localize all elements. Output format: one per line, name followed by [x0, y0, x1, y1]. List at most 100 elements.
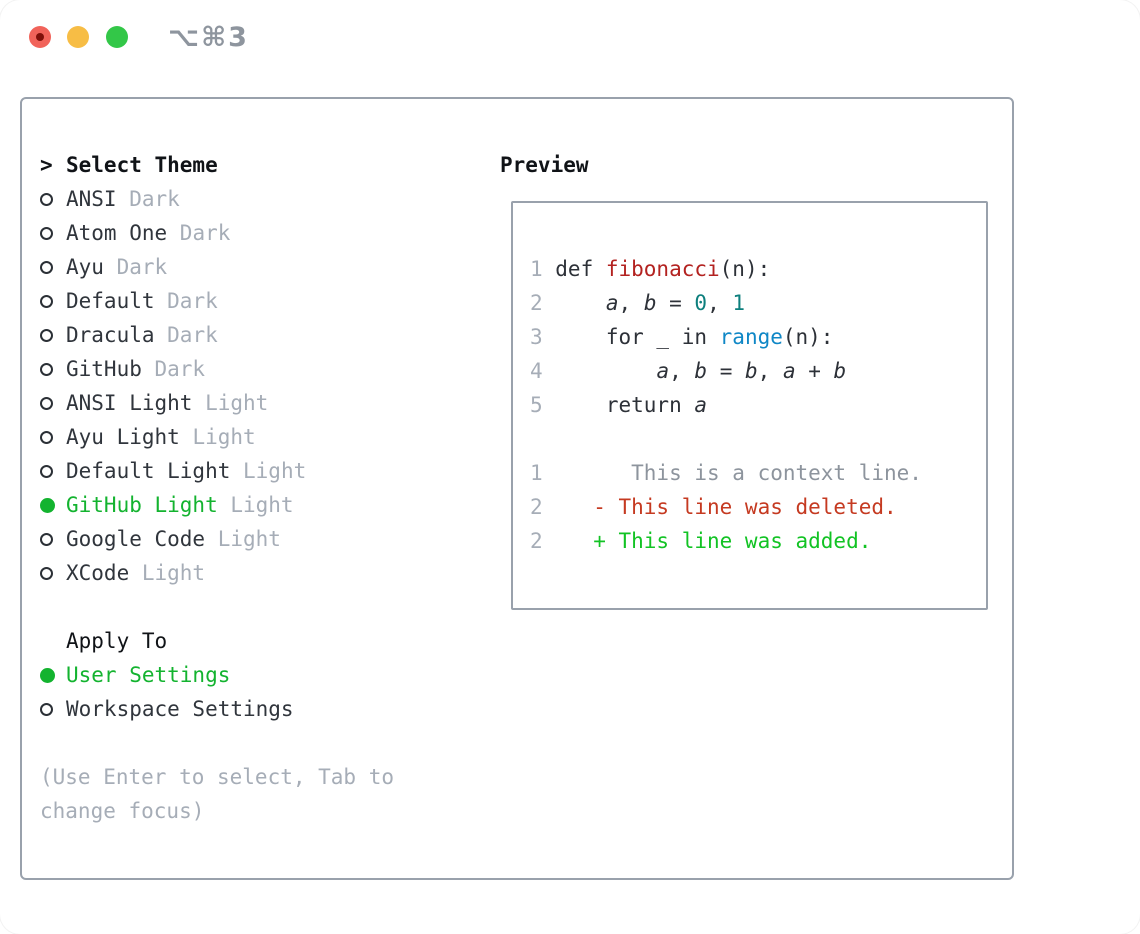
theme-option-label: Ayu Light [66, 425, 180, 449]
theme-option-variant: Dark [116, 255, 168, 279]
line-number: 1 [530, 461, 543, 485]
apply-to-option[interactable]: User Settings [40, 658, 490, 692]
minimize-traffic-light-button[interactable] [67, 26, 89, 48]
theme-option-variant: Dark [167, 323, 218, 347]
theme-option[interactable]: Default Light Light [40, 454, 490, 488]
code-line: 2 a, b = 0, 1 [530, 286, 986, 320]
theme-option[interactable]: Ayu Light Light [40, 420, 490, 454]
line-number: 3 [530, 325, 543, 349]
theme-option[interactable]: Atom One Dark [40, 216, 490, 250]
theme-option-label: Default Light [66, 459, 231, 483]
theme-option-variant: Light [141, 561, 206, 585]
radio-unselected-icon [40, 362, 66, 376]
code-text: return a [555, 393, 708, 417]
theme-option-label: Atom One [66, 221, 168, 245]
footer-hint: (Use Enter to select, Tab to change focus… [40, 760, 490, 828]
code-text: a, b = 0, 1 [605, 291, 746, 315]
theme-option-label: ANSI Light [66, 391, 193, 415]
apply-to-header-row: Apply To [40, 624, 490, 658]
theme-option-variant: Light [243, 459, 307, 483]
radio-selected-icon [40, 667, 66, 683]
radio-unselected-icon [40, 192, 66, 206]
theme-option[interactable]: Ayu Dark [40, 250, 490, 284]
close-traffic-light-button[interactable] [29, 26, 51, 48]
theme-option-variant: Light [192, 425, 256, 449]
window-title: ⌥⌘3 [168, 22, 249, 53]
zoom-traffic-light-button[interactable] [106, 26, 128, 48]
radio-unselected-icon [40, 294, 66, 308]
code-line: 5 return a [530, 388, 986, 422]
footer-hint-line: (Use Enter to select, Tab to [40, 765, 395, 789]
code-line: 1 def fibonacci(n): [530, 252, 986, 286]
radio-unselected-icon [40, 566, 66, 580]
theme-option[interactable]: Google Code Light [40, 522, 490, 556]
preview-header: Preview [500, 153, 589, 177]
code-text: - This line was deleted. [555, 495, 897, 519]
footer-hint-line: change focus) [40, 799, 205, 823]
theme-option[interactable]: Default Dark [40, 284, 490, 318]
radio-selected-icon [40, 497, 66, 513]
radio-unselected-icon [40, 532, 66, 546]
theme-option-variant: Dark [154, 357, 206, 381]
line-number: 4 [530, 359, 543, 383]
theme-option-variant: Dark [167, 289, 218, 313]
radio-unselected-icon [40, 260, 66, 274]
radio-unselected-icon [40, 226, 66, 240]
theme-menu-header-row: > Select Theme [40, 148, 490, 182]
theme-option-variant: Light [217, 527, 281, 551]
theme-option[interactable]: ANSI Dark [40, 182, 490, 216]
theme-option[interactable]: XCode Light [40, 556, 490, 590]
apply-to-option-label: Workspace Settings [66, 697, 294, 721]
code-text: def fibonacci(n): [555, 257, 771, 281]
theme-option[interactable]: GitHub Light Light [40, 488, 490, 522]
theme-option-variant: Light [205, 391, 269, 415]
code-line [530, 422, 986, 456]
theme-option-label: Google Code [66, 527, 206, 551]
code-text: This is a context line. [555, 461, 922, 485]
code-line: 4 a, b = b, a + b [530, 354, 986, 388]
radio-unselected-icon [40, 430, 66, 444]
theme-option[interactable]: GitHub Dark [40, 352, 490, 386]
prompt-icon: > [40, 153, 53, 177]
code-text: for _ in range(n): [555, 325, 834, 349]
line-number: 5 [530, 393, 543, 417]
theme-option-variant: Light [230, 493, 294, 517]
theme-option-label: XCode [66, 561, 130, 585]
theme-option-label: Dracula [66, 323, 155, 347]
apply-to-header: Apply To [66, 629, 168, 653]
code-line: 2 + This line was added. [530, 524, 986, 558]
theme-option[interactable]: ANSI Light Light [40, 386, 490, 420]
theme-option-label: Default [66, 289, 155, 313]
line-number: 2 [530, 291, 543, 315]
theme-option-label: Ayu [66, 255, 104, 279]
code-text: a, b = b, a + b [656, 359, 847, 383]
apply-to-option-label: User Settings [66, 663, 231, 687]
theme-option-label: ANSI [66, 187, 117, 211]
line-number: 2 [530, 529, 543, 553]
theme-option-variant: Dark [129, 187, 180, 211]
code-text: + This line was added. [555, 529, 872, 553]
apply-to-option[interactable]: Workspace Settings [40, 692, 490, 726]
theme-option-label: GitHub [66, 357, 142, 381]
radio-unselected-icon [40, 702, 66, 716]
code-line: 1 This is a context line. [530, 456, 986, 490]
theme-option-label: GitHub Light [66, 493, 218, 517]
spacer [40, 590, 490, 624]
radio-unselected-icon [40, 396, 66, 410]
code-line: 3 for _ in range(n): [530, 320, 986, 354]
radio-unselected-icon [40, 328, 66, 342]
radio-unselected-icon [40, 464, 66, 478]
theme-option-variant: Dark [179, 221, 231, 245]
line-number: 1 [530, 257, 543, 281]
titlebar: ⌥⌘3 [0, 0, 1140, 70]
theme-option[interactable]: Dracula Dark [40, 318, 490, 352]
code-line: 2 - This line was deleted. [530, 490, 986, 524]
line-number: 2 [530, 495, 543, 519]
theme-menu-header: Select Theme [66, 153, 218, 177]
